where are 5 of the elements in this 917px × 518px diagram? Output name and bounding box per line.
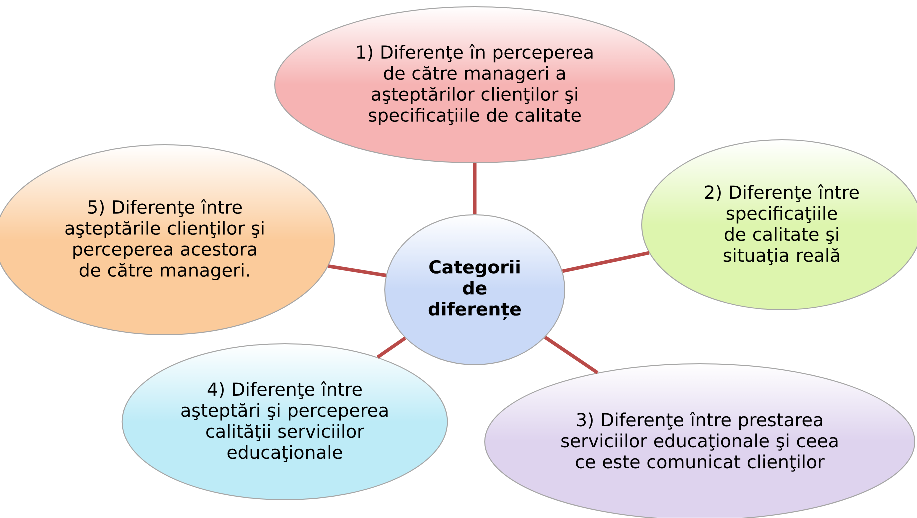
connector-line — [473, 163, 477, 214]
connector-line — [376, 336, 406, 359]
connector-line — [562, 251, 650, 274]
connector-line — [544, 336, 599, 374]
connector-line — [328, 264, 386, 278]
